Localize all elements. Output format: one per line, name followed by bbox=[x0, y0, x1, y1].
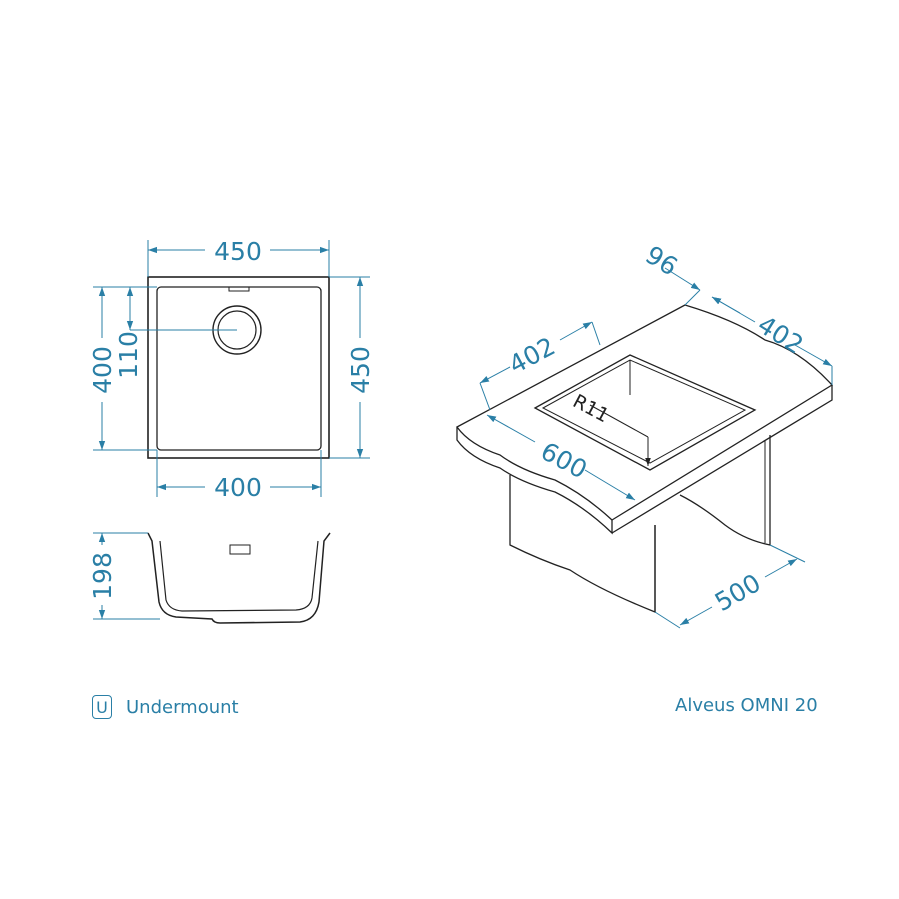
label-width-inner: 400 bbox=[214, 473, 262, 502]
model-name: Alveus OMNI 20 bbox=[675, 695, 818, 716]
countertop-edge-left bbox=[456, 427, 613, 535]
label-height-outer: 450 bbox=[346, 346, 375, 394]
overflow-slot bbox=[228, 286, 250, 292]
countertop-top bbox=[456, 304, 834, 521]
dimension-height-400 bbox=[93, 286, 157, 451]
dimension-width-400 bbox=[156, 450, 322, 497]
cabinet-right-panel bbox=[679, 435, 771, 546]
dimension-iso-600 bbox=[486, 414, 636, 501]
label-depth: 198 bbox=[88, 552, 117, 600]
dimension-height-450 bbox=[329, 276, 370, 459]
label-height-inner: 400 bbox=[88, 346, 117, 394]
label-iso-402-left: 402 bbox=[504, 331, 560, 379]
sink-outer-rim bbox=[147, 276, 330, 459]
sink-cutout bbox=[533, 354, 757, 471]
countertop-edge-right bbox=[611, 385, 833, 534]
label-radius: R11 bbox=[569, 390, 612, 427]
label-drain-offset: 110 bbox=[114, 331, 143, 379]
dimension-depth-198 bbox=[93, 532, 160, 620]
mount-type-label: Undermount bbox=[126, 697, 239, 718]
dimension-iso-402-right bbox=[711, 296, 833, 385]
dimension-iso-402-left bbox=[479, 321, 601, 411]
dimension-width-450 bbox=[147, 240, 330, 277]
label-width-outer: 450 bbox=[214, 237, 262, 266]
side-overflow bbox=[229, 544, 251, 555]
cabinet-left-panel bbox=[509, 475, 656, 613]
dimension-iso-500 bbox=[654, 544, 806, 629]
side-inner-profile bbox=[159, 540, 319, 612]
sink-cutout-inner bbox=[541, 359, 747, 464]
iso-view bbox=[456, 304, 834, 613]
label-iso-500: 500 bbox=[710, 568, 766, 617]
radius-leader bbox=[589, 404, 651, 466]
label-iso-402-right: 402 bbox=[753, 310, 809, 360]
side-outer-profile bbox=[147, 532, 331, 624]
top-view bbox=[130, 276, 330, 459]
side-view bbox=[147, 532, 331, 624]
undermount-icon: U bbox=[92, 695, 112, 719]
